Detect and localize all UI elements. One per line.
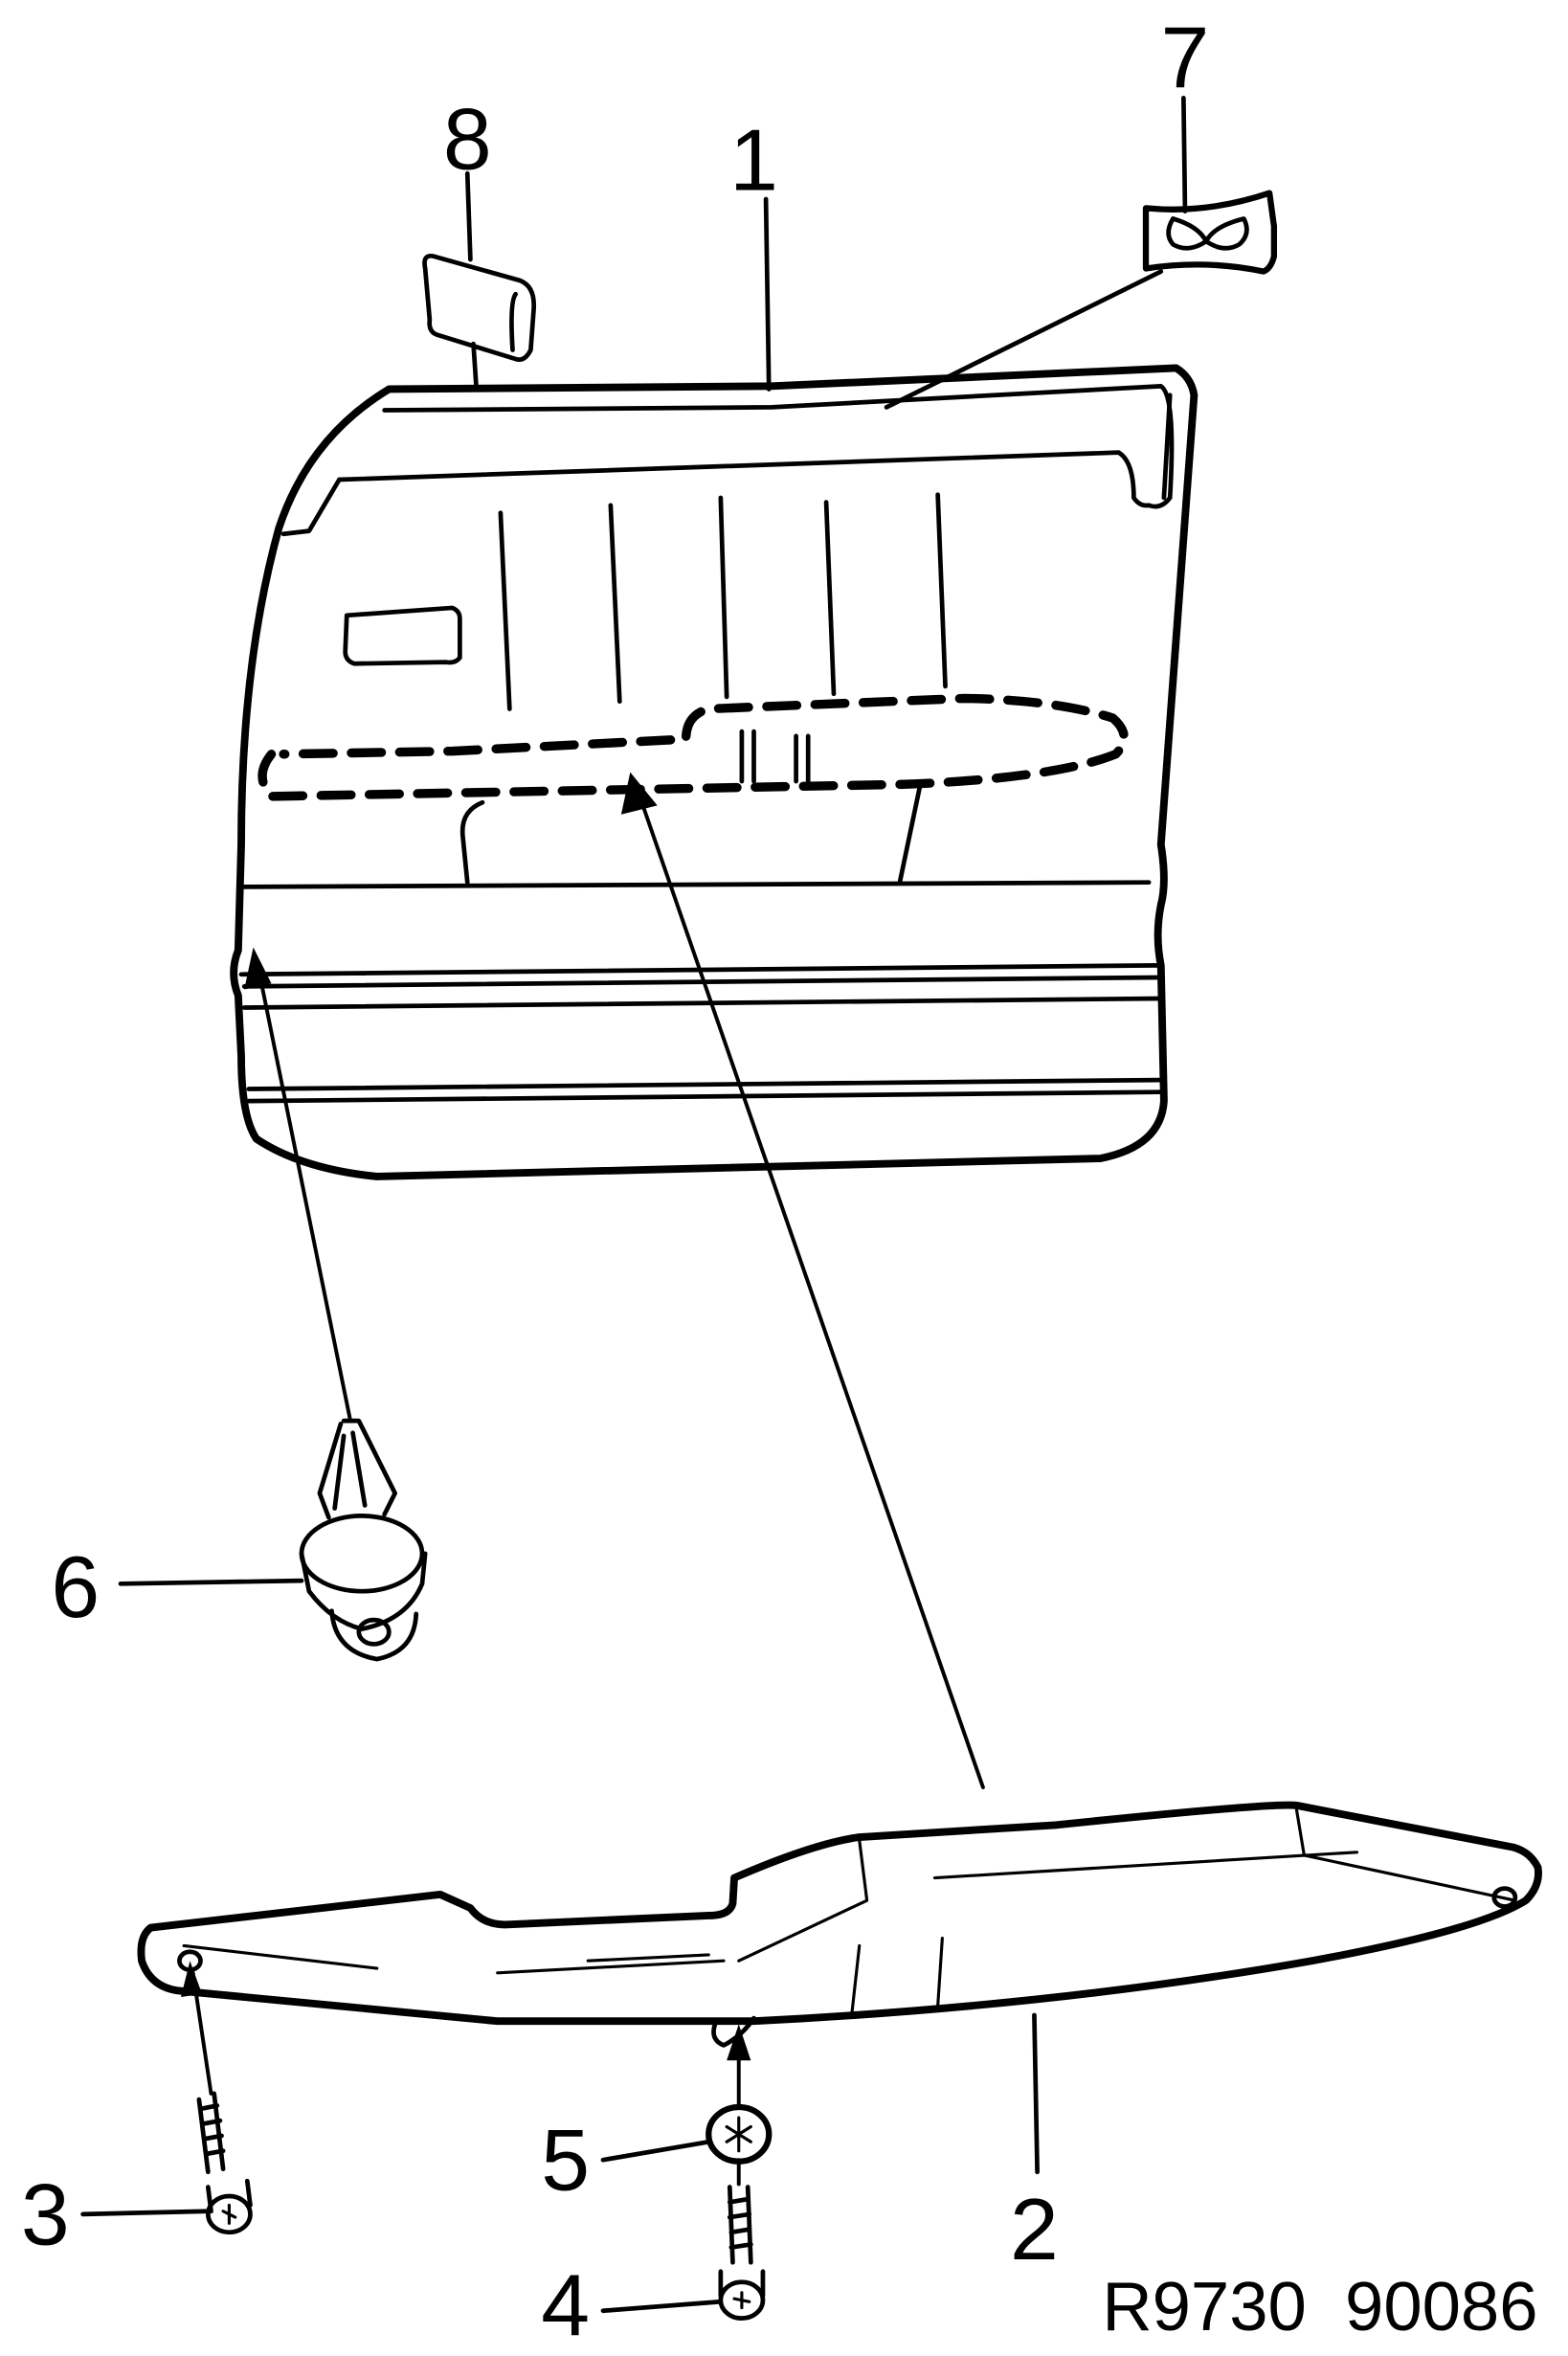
washer-part-5 — [706, 2103, 773, 2165]
clip-part-7 — [1142, 190, 1278, 275]
armrest-part-2 — [137, 1801, 1542, 2048]
screw-part-3 — [196, 2091, 253, 2235]
clip-part-8 — [422, 253, 537, 362]
arrow-head-icon — [244, 947, 272, 990]
callout-6: 6 — [51, 1538, 100, 1636]
callout-3: 3 — [21, 2165, 70, 2263]
arrow-head-icon — [727, 2024, 751, 2061]
callout-2: 2 — [1010, 2181, 1059, 2278]
panel-vent-slots — [498, 492, 948, 711]
armrest-position-outline — [258, 693, 1129, 801]
reference-code: R9730 90086 — [1102, 2268, 1537, 2345]
door-trim-panel — [230, 364, 1198, 1180]
callout-5: 5 — [541, 2112, 590, 2210]
callout-8: 8 — [443, 90, 492, 188]
arrow-head-icon — [620, 772, 658, 815]
arrow-head-icon — [181, 1961, 203, 1998]
screw-part-4 — [718, 2185, 766, 2321]
callout-7: 7 — [1161, 9, 1210, 106]
push-clip-part-6 — [299, 1418, 428, 1662]
callout-1: 1 — [729, 112, 778, 210]
leader-lines-arrows — [181, 772, 985, 2187]
leader-lines-top — [464, 96, 1188, 410]
callout-4: 4 — [541, 2256, 590, 2354]
callout-labels: 8 1 7 6 3 5 4 2 — [21, 9, 1210, 2354]
callout-leaders — [80, 1578, 1040, 2314]
